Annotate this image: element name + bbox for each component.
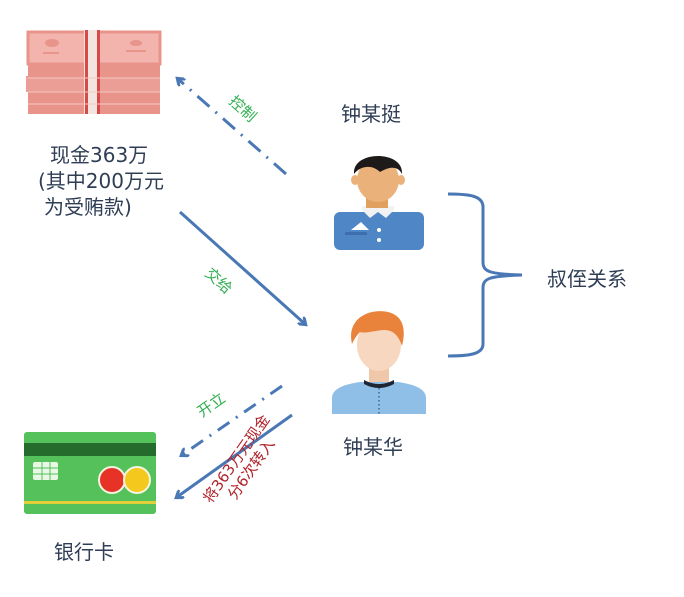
- hand-over-arrow: [178, 210, 305, 324]
- bank-card-icon: [24, 432, 156, 514]
- person-bottom-name: 钟某华: [343, 435, 403, 459]
- cash-label-line1: 现金363万: [50, 143, 149, 167]
- relationship-label: 叔侄关系: [547, 267, 627, 291]
- person-top-icon: [334, 156, 424, 250]
- transfer-arrow: [177, 413, 293, 497]
- person-bottom-icon: [332, 311, 426, 414]
- control-arrow: [178, 79, 287, 176]
- relationship-bracket: [447, 192, 523, 358]
- open-arrow: [182, 384, 283, 455]
- person-top-name: 钟某挺: [341, 102, 401, 126]
- cash-label-line2: (其中200万元: [38, 169, 164, 193]
- cash-label-line3: 为受贿款): [44, 195, 132, 219]
- cash-stack-icon: [26, 30, 162, 114]
- bank-card-label: 银行卡: [54, 540, 114, 564]
- cash-label: 现金363万 (其中200万元 为受贿款): [38, 142, 164, 220]
